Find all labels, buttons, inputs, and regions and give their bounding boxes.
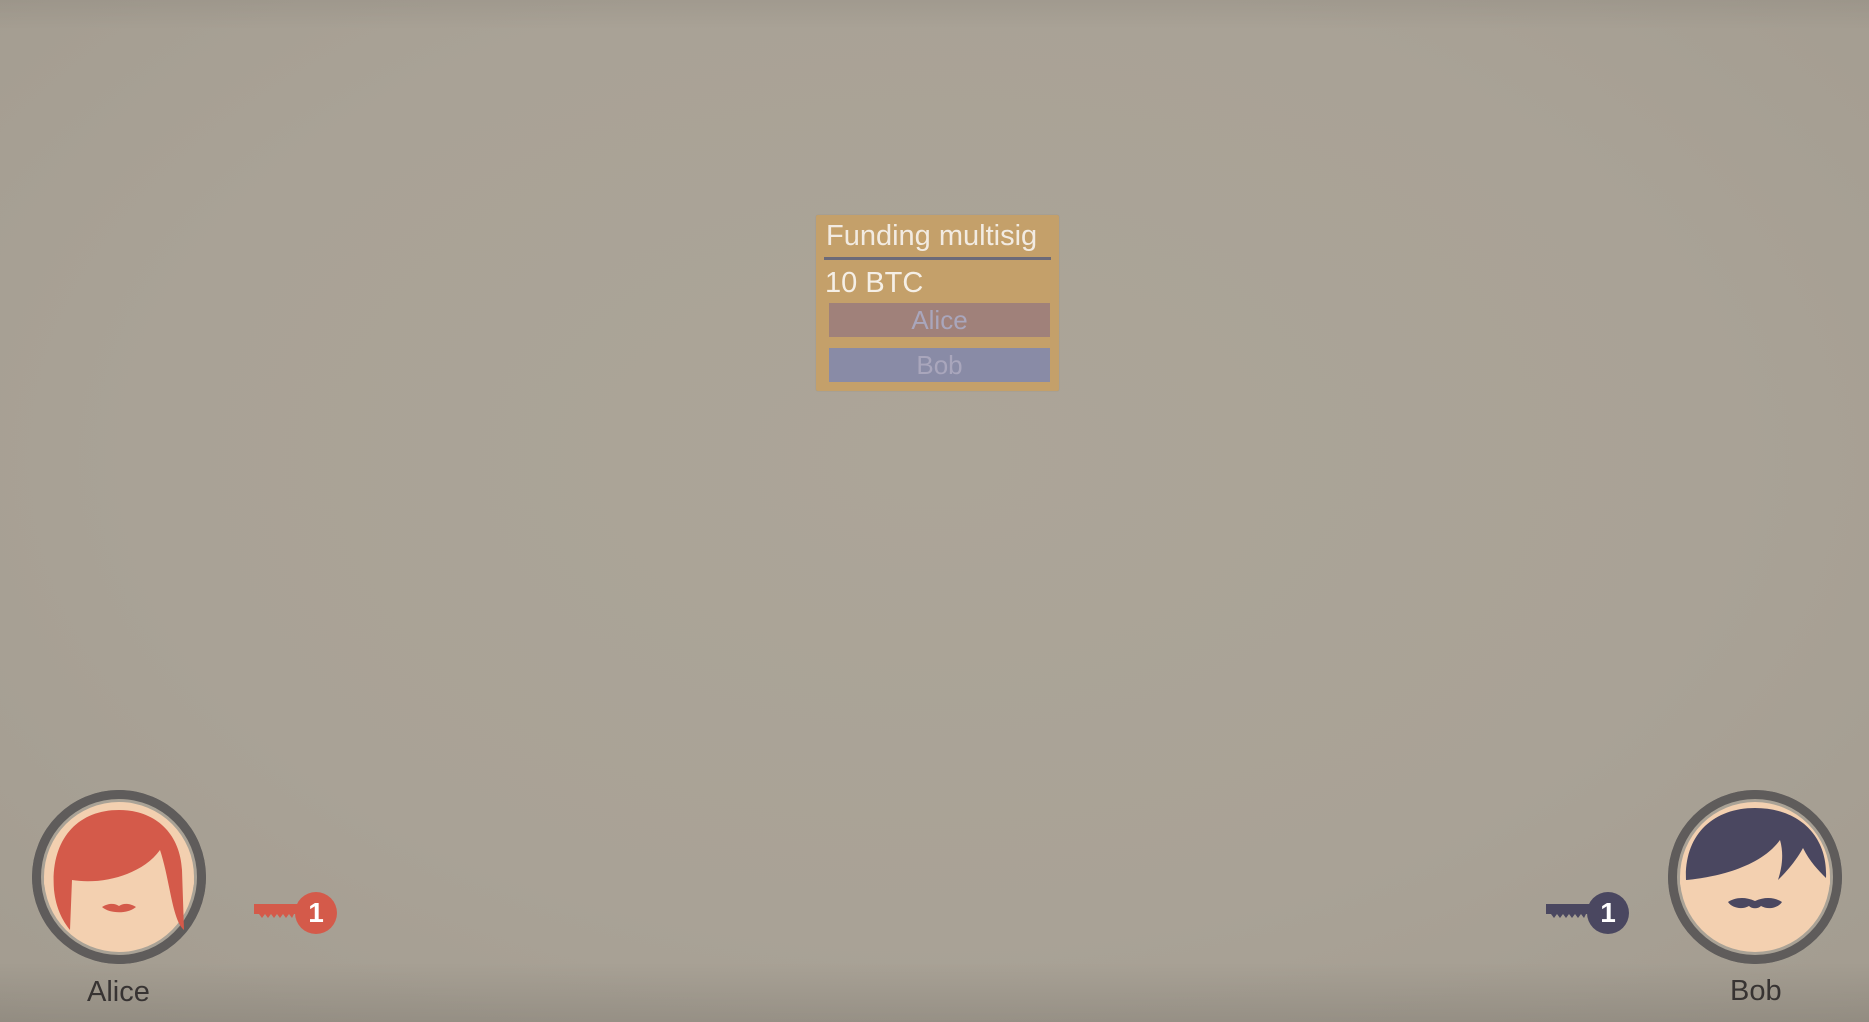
key-icon bbox=[1546, 892, 1629, 934]
signature-slot-bob[interactable]: Bob bbox=[829, 348, 1050, 382]
bottom-shade bbox=[0, 962, 1869, 1022]
alice-key[interactable]: 1 bbox=[250, 890, 340, 936]
red-haired-woman-avatar-icon bbox=[32, 790, 206, 964]
tx-title: Funding multisig bbox=[826, 220, 1038, 252]
alice-name: Alice bbox=[87, 976, 150, 1008]
tx-divider bbox=[824, 257, 1051, 260]
key-icon bbox=[254, 892, 337, 934]
alice-avatar[interactable] bbox=[32, 790, 206, 964]
signature-slot-alice[interactable]: Alice bbox=[829, 303, 1050, 337]
alice-key-count: 1 bbox=[308, 897, 324, 928]
bob-name: Bob bbox=[1730, 975, 1782, 1007]
bob-avatar[interactable] bbox=[1668, 790, 1842, 964]
funding-multisig-card[interactable]: Funding multisig 10 BTC Alice Bob bbox=[816, 215, 1059, 391]
tx-amount: 10 BTC bbox=[825, 267, 924, 299]
top-shade bbox=[0, 0, 1869, 30]
mustached-man-avatar-icon bbox=[1668, 790, 1842, 964]
bob-key[interactable]: 1 bbox=[1542, 890, 1632, 936]
bob-key-count: 1 bbox=[1600, 897, 1616, 928]
